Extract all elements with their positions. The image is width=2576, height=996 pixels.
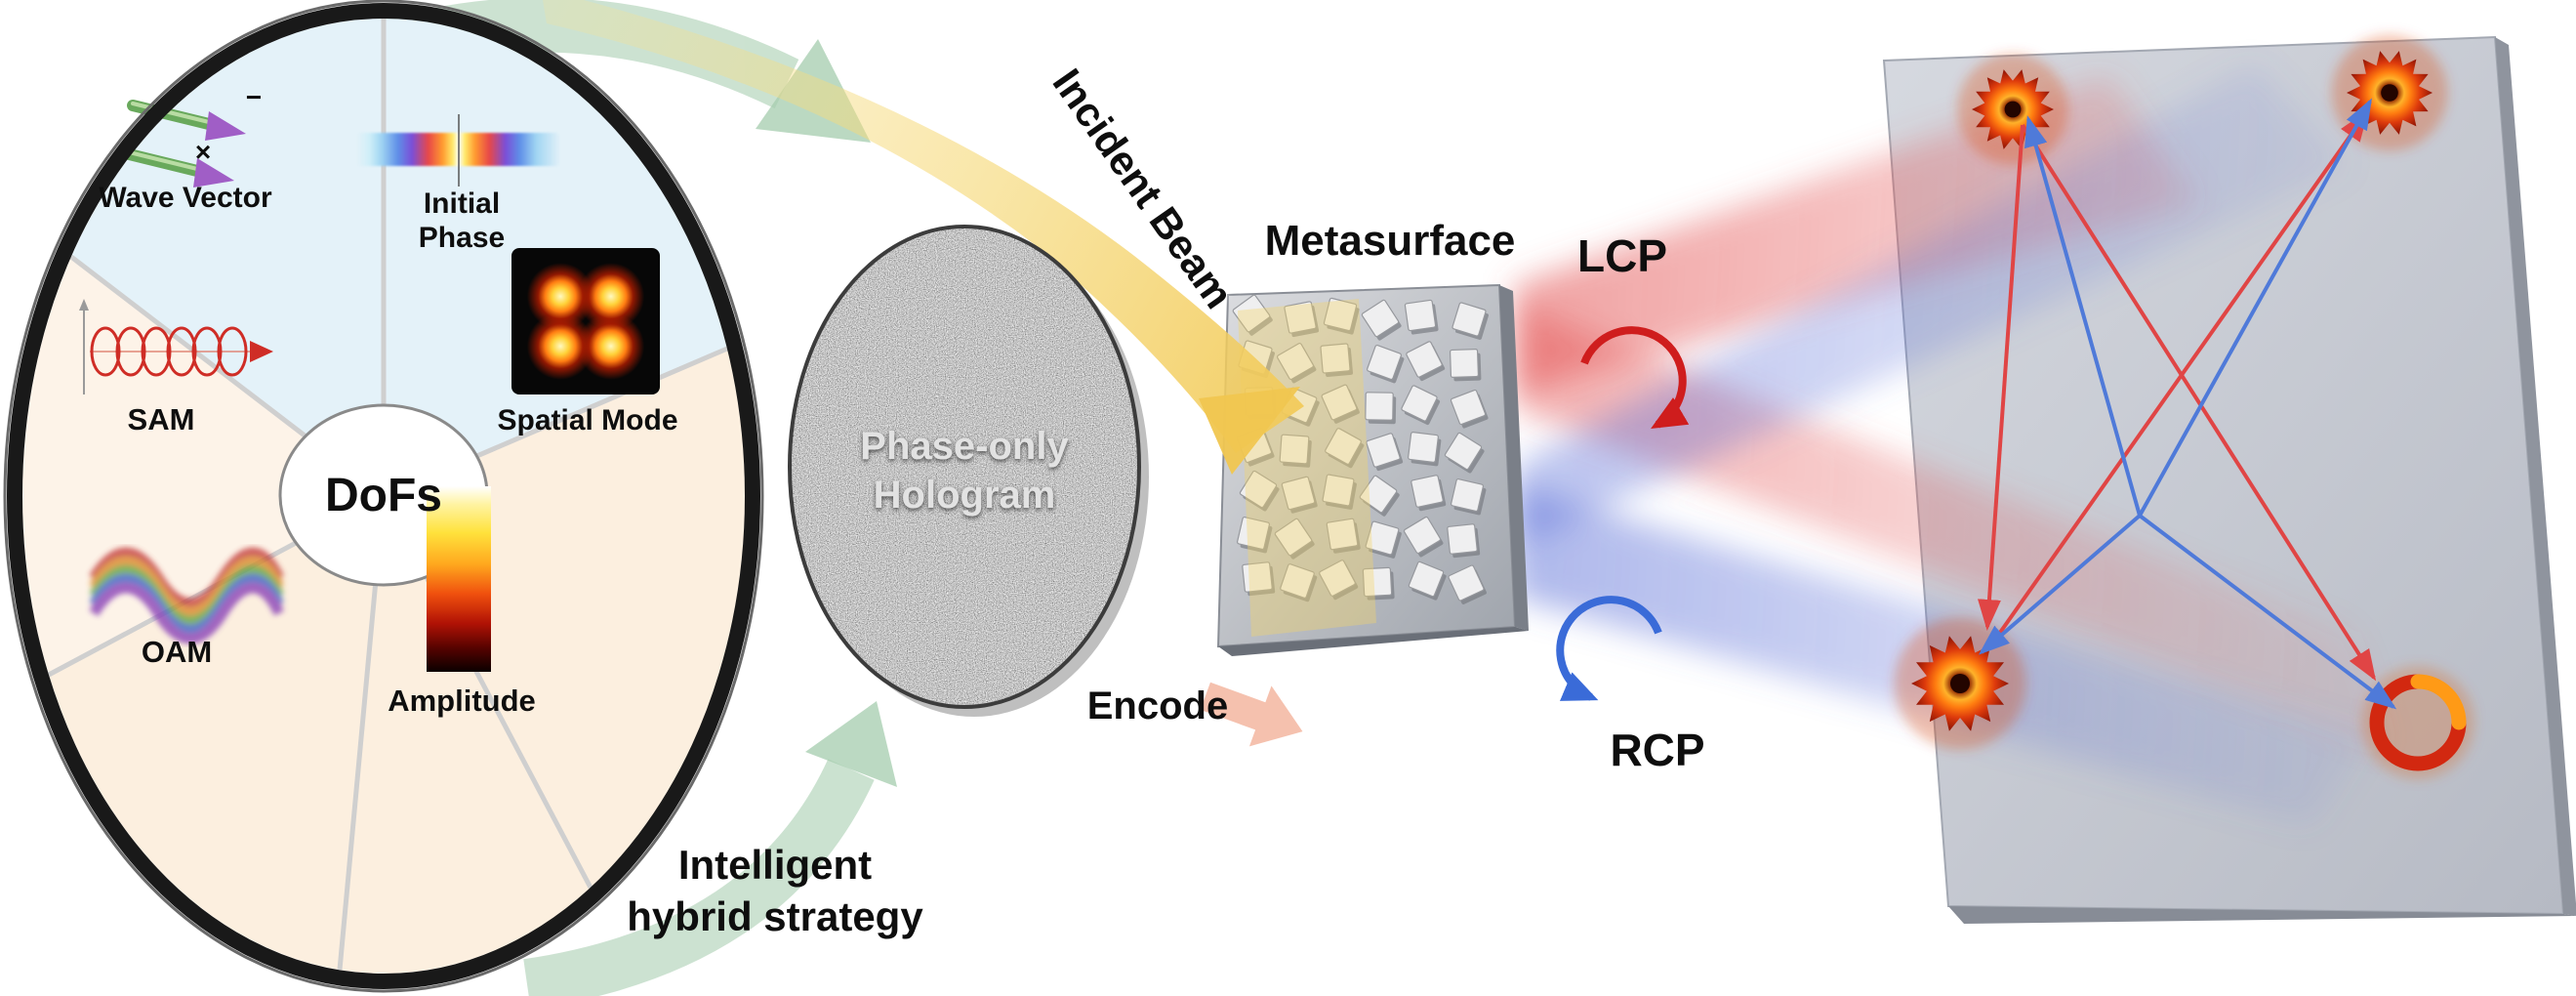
red-arrow xyxy=(2021,123,2377,682)
incident-beam-arrowhead xyxy=(1199,387,1300,475)
amplitude-colorbar-icon xyxy=(427,486,491,672)
metasurface-slab xyxy=(1216,283,1529,656)
dofs-label: DoFs xyxy=(325,470,442,521)
oam-waves-icon xyxy=(89,547,284,644)
phase-only-hologram xyxy=(788,225,1149,717)
red-arrow xyxy=(1977,124,2024,631)
metasurface-label: Metasurface xyxy=(1264,217,1516,265)
strategy-label: Intelligent hybrid strategy xyxy=(574,840,976,942)
amplitude-label: Amplitude xyxy=(388,684,536,718)
beam-spot-on-metasurface xyxy=(1238,299,1376,637)
sam-helix-icon xyxy=(79,299,273,394)
lcp-label: LCP xyxy=(1577,230,1667,281)
blue-arrow xyxy=(2024,115,2142,517)
sector-wave-vector xyxy=(71,19,384,496)
sector-amplitude xyxy=(340,496,591,974)
encode-label: Encode xyxy=(1086,685,1229,727)
red-arrow xyxy=(1995,109,2369,639)
times-mark: × xyxy=(194,137,212,167)
encode-arrow xyxy=(1200,682,1303,747)
blue-arrow xyxy=(1978,514,2142,655)
beam-steering-arrows xyxy=(1977,98,2397,710)
rcp-rotation-icon xyxy=(1556,596,1662,701)
hologram-label-line2: Hologram xyxy=(873,474,1056,517)
incident-beam xyxy=(543,0,1304,475)
hologram-label: Phase-only Hologram xyxy=(816,422,1113,519)
wave-vector-label: Wave Vector xyxy=(99,182,272,214)
blue-arrow xyxy=(2138,514,2397,710)
spatial-mode-profile-icon xyxy=(511,248,660,394)
initial-phase-axis-icon xyxy=(458,114,460,187)
wheel-ring xyxy=(7,3,760,989)
initial-phase-label: Initial Phase xyxy=(418,187,506,254)
oam-label: OAM xyxy=(141,635,213,669)
strategy-arrow-bottom xyxy=(523,701,897,996)
lcp-rotation-icon xyxy=(1580,326,1690,430)
strategy-line2: hybrid strategy xyxy=(627,892,923,939)
blue-arrow xyxy=(2138,98,2372,517)
spatial-mode-label: Spatial Mode xyxy=(497,404,678,436)
hologram-label-line1: Phase-only xyxy=(860,425,1069,468)
sam-label: SAM xyxy=(127,402,195,436)
minus-mark: − xyxy=(245,82,263,112)
wheel-outer-rim xyxy=(3,0,764,993)
rcp-label: RCP xyxy=(1610,725,1705,775)
strategy-line1: Intelligent xyxy=(677,842,873,888)
sector-oam xyxy=(49,496,384,970)
